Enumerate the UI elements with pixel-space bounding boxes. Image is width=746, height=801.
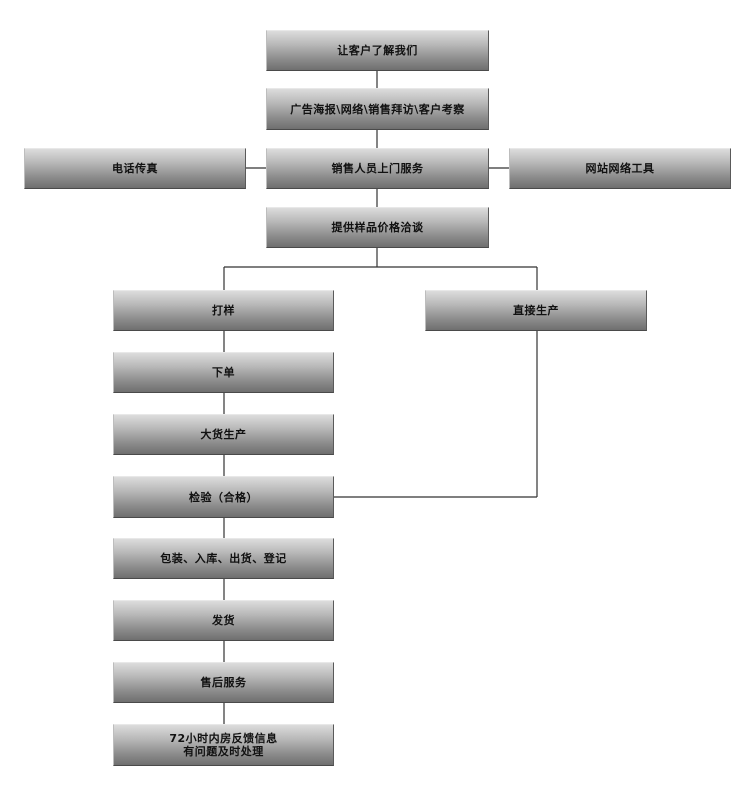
- node-order-label: 下单: [212, 366, 235, 379]
- node-mass-production-label: 大货生产: [200, 428, 247, 441]
- node-sales-visit: 销售人员上门服务: [266, 148, 489, 189]
- node-mass-production: 大货生产: [113, 414, 334, 455]
- node-web-tools: 网站网络工具: [509, 148, 731, 189]
- node-after-sales-label: 售后服务: [200, 676, 247, 689]
- node-direct-production-label: 直接生产: [513, 304, 559, 317]
- node-web-tools-label: 网站网络工具: [585, 162, 655, 175]
- node-phone-fax-label: 电话传真: [112, 162, 158, 175]
- node-order: 下单: [113, 352, 334, 393]
- node-sampling-label: 打样: [212, 304, 235, 317]
- node-sampling: 打样: [113, 290, 334, 331]
- node-sample-price-label: 提供样品价格洽谈: [331, 221, 424, 234]
- node-after-sales: 售后服务: [113, 662, 334, 703]
- node-direct-production: 直接生产: [425, 290, 647, 331]
- node-packing-label: 包装、入库、出货、登记: [160, 552, 287, 565]
- node-inspection-label: 检验（合格）: [189, 490, 258, 504]
- node-inspection: 检验（合格）: [113, 476, 334, 518]
- node-feedback-label: 72小时内房反馈信息 有问题及时处理: [169, 732, 278, 758]
- node-shipping: 发货: [113, 600, 334, 641]
- node-understand-label: 让客户了解我们: [337, 44, 418, 57]
- node-feedback: 72小时内房反馈信息 有问题及时处理: [113, 724, 334, 766]
- node-shipping-label: 发货: [212, 614, 235, 627]
- node-sample-price: 提供样品价格洽谈: [266, 207, 489, 248]
- node-phone-fax: 电话传真: [24, 148, 246, 189]
- node-channels-label: 广告海报\网络\销售拜访\客户考察: [290, 102, 465, 116]
- node-channels: 广告海报\网络\销售拜访\客户考察: [266, 88, 489, 130]
- node-understand: 让客户了解我们: [266, 30, 489, 71]
- node-sales-visit-label: 销售人员上门服务: [331, 162, 424, 175]
- node-packing: 包装、入库、出货、登记: [113, 538, 334, 579]
